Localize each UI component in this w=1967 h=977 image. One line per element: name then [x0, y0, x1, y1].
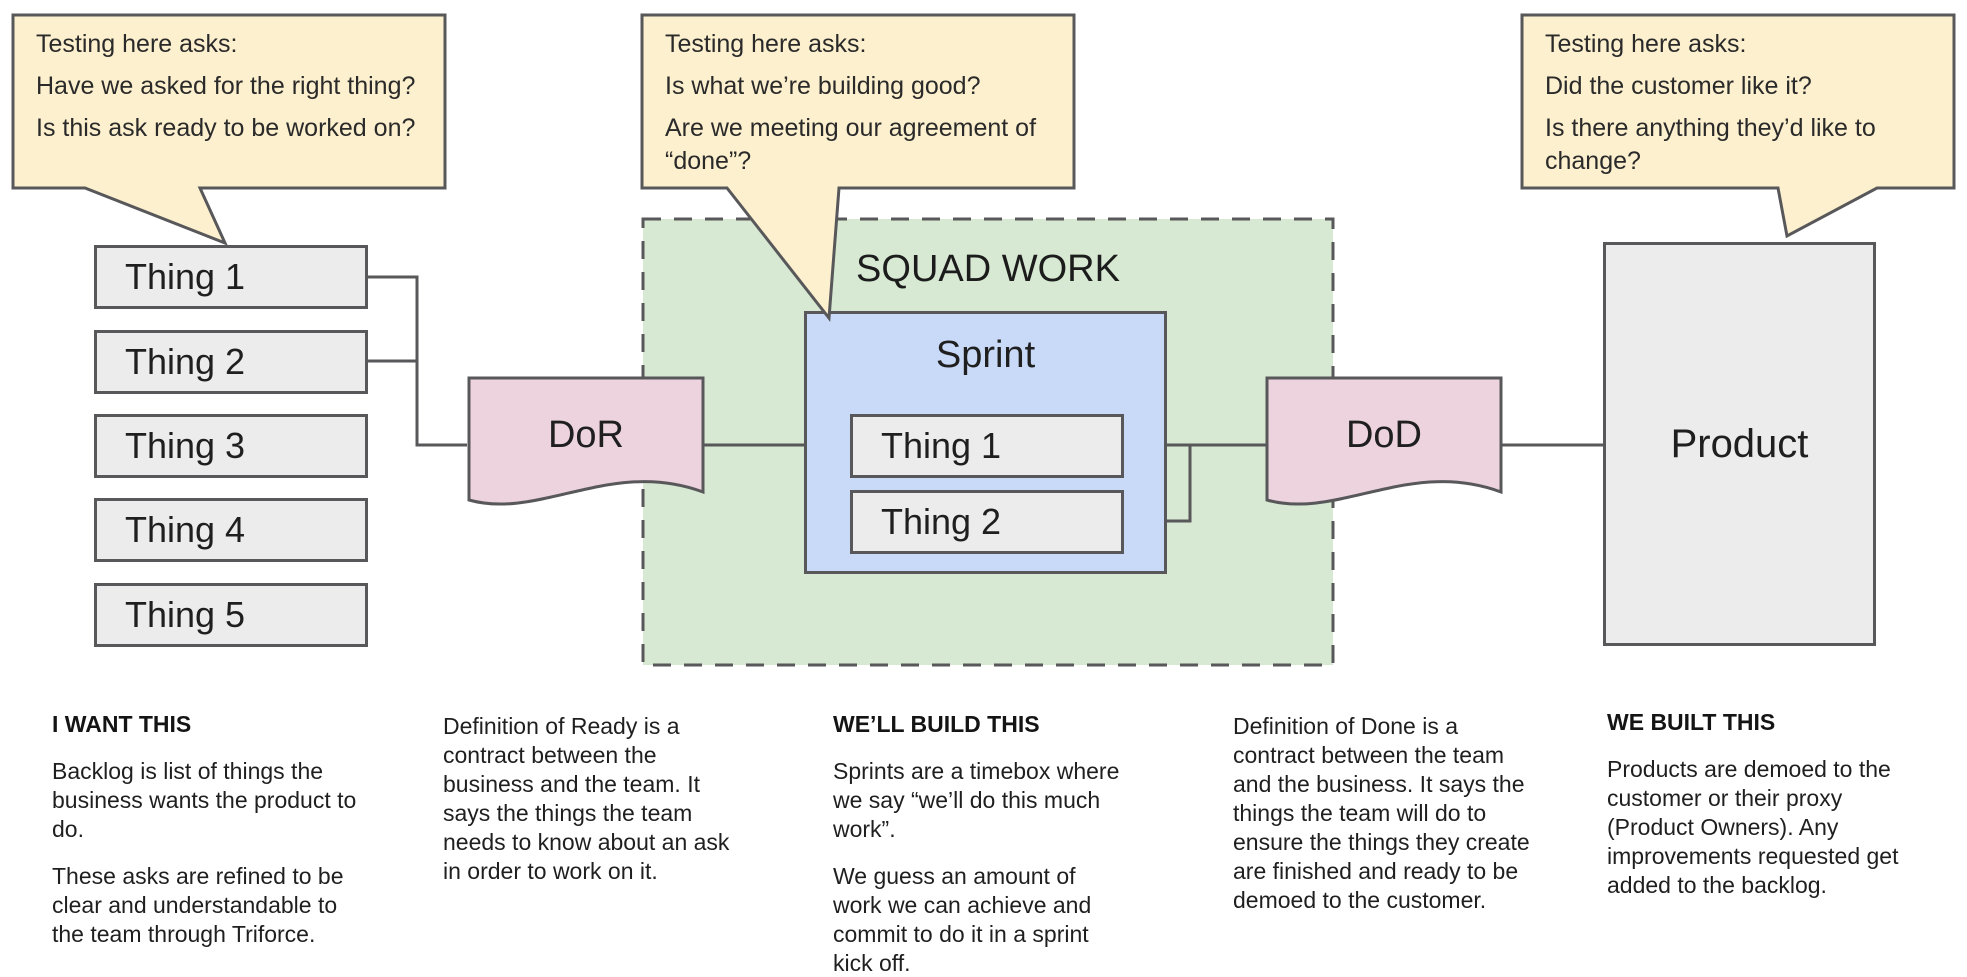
- backlog-item-4-label: Thing 4: [125, 509, 246, 550]
- callout-text-backlog: Testing here asks: Have we asked for the…: [36, 28, 428, 145]
- dod-label: DoD: [1345, 413, 1423, 456]
- callout-backlog-title: Testing here asks:: [36, 30, 238, 58]
- note-product-heading: WE BUILT THIS: [1607, 709, 1776, 735]
- note-product-paragraph-1: Products are demoed to the customer or t…: [1607, 756, 1899, 898]
- dod-document-shape: [1265, 376, 1503, 506]
- note-dod: Definition of Done is a contract between…: [1233, 712, 1543, 933]
- note-dor: Definition of Ready is a contract betwee…: [443, 712, 743, 904]
- product-box: Product: [1603, 242, 1876, 646]
- callout-backlog-question-2: Is this ask ready to be worked on?: [36, 114, 416, 142]
- callout-sprint-title: Testing here asks:: [665, 30, 867, 58]
- note-sprint-paragraph-2: We guess an amount of work we can achiev…: [833, 863, 1092, 976]
- backlog-item-2: Thing 2: [94, 330, 368, 394]
- sprint-item-1: Thing 1: [850, 414, 1124, 478]
- backlog-item-3-label: Thing 3: [125, 425, 246, 466]
- callout-sprint-question-1: Is what we’re building good?: [665, 72, 981, 100]
- dor-label: DoR: [547, 413, 625, 456]
- callout-product-question-1: Did the customer like it?: [1545, 72, 1812, 100]
- squad-work-label: SQUAD WORK: [856, 248, 1120, 290]
- sprint-item-2-label: Thing 2: [881, 501, 1002, 542]
- callout-text-product: Testing here asks: Did the customer like…: [1545, 28, 1937, 178]
- callout-product-question-2: Is there anything they’d like to change?: [1545, 114, 1876, 175]
- backlog-item-5: Thing 5: [94, 583, 368, 647]
- callout-bubble-sprint: [640, 13, 1076, 322]
- dor-document-shape: [467, 376, 705, 506]
- note-backlog-paragraph-2: These asks are refined to be clear and u…: [52, 863, 344, 947]
- note-backlog-heading: I WANT THIS: [52, 711, 192, 737]
- backlog-item-1: Thing 1: [94, 245, 368, 309]
- callout-sprint-question-2: Are we meeting our agreement of “done”?: [665, 114, 1037, 175]
- note-sprint-heading: WE’LL BUILD THIS: [833, 711, 1040, 737]
- backlog-item-3: Thing 3: [94, 414, 368, 478]
- product-label: Product: [1670, 421, 1809, 466]
- callout-bubble-backlog: [11, 13, 447, 246]
- callout-bubble-product: [1520, 13, 1956, 239]
- sprint-item-2: Thing 2: [850, 490, 1124, 554]
- note-dod-paragraph-1: Definition of Done is a contract between…: [1233, 713, 1530, 913]
- backlog-item-1-label: Thing 1: [125, 256, 246, 297]
- backlog-item-2-label: Thing 2: [125, 341, 246, 382]
- note-backlog-paragraph-1: Backlog is list of things the business w…: [52, 758, 357, 842]
- callout-product-title: Testing here asks:: [1545, 30, 1747, 58]
- sprint-item-1-label: Thing 1: [881, 425, 1002, 466]
- backlog-item-4: Thing 4: [94, 498, 368, 562]
- callout-text-sprint: Testing here asks: Is what we’re buildin…: [665, 28, 1057, 178]
- backlog-item-5-label: Thing 5: [125, 594, 246, 635]
- note-product: WE BUILT THIS Products are demoed to the…: [1607, 708, 1925, 918]
- callout-backlog-question-1: Have we asked for the right thing?: [36, 72, 416, 100]
- note-sprint-paragraph-1: Sprints are a timebox where we say “we’l…: [833, 758, 1120, 842]
- note-sprint: WE’LL BUILD THIS Sprints are a timebox w…: [833, 710, 1128, 977]
- note-dor-paragraph-1: Definition of Ready is a contract betwee…: [443, 713, 730, 884]
- sprint-label: Sprint: [935, 334, 1036, 376]
- note-backlog: I WANT THIS Backlog is list of things th…: [52, 710, 362, 967]
- sprint-box: Sprint Thing 1 Thing 2: [804, 311, 1167, 574]
